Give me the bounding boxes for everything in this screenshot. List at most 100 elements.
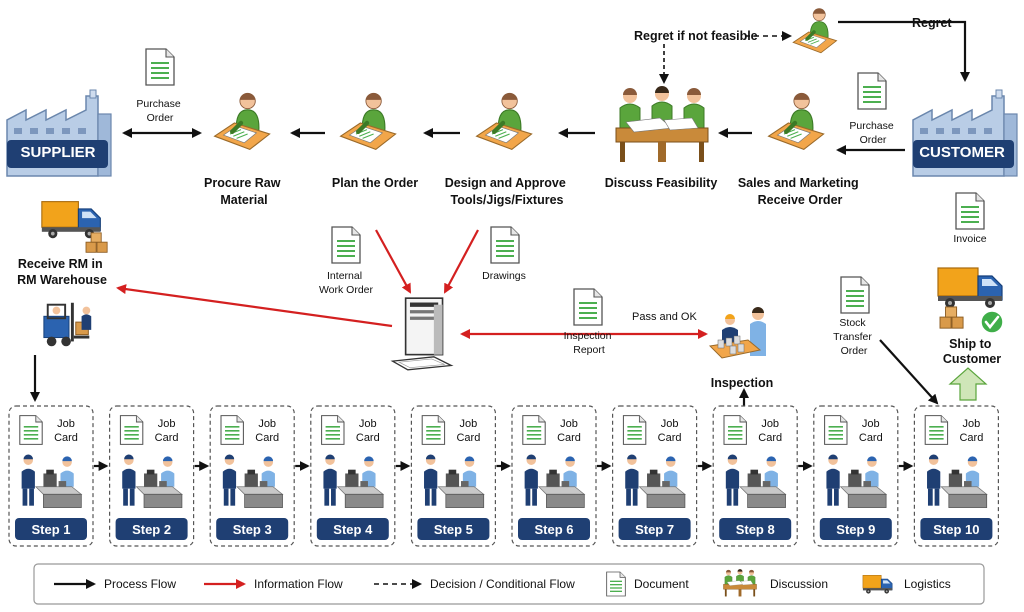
ship-truck-icon	[937, 267, 1003, 309]
inspection-report-doc-icon	[573, 288, 603, 326]
flow-stock-transfer	[879, 339, 939, 405]
procure-person-icon	[215, 93, 270, 149]
step-badge	[15, 518, 87, 540]
step-label: Step 6	[534, 522, 573, 537]
legend-document: Document	[634, 577, 689, 591]
step-badge	[216, 518, 289, 540]
plan-person-icon	[341, 93, 396, 149]
legend: Process Flow Information Flow Decision /…	[33, 563, 985, 605]
receive-rm-label: Receive RM in RM Warehouse	[17, 257, 107, 287]
invoice-doc-icon	[955, 192, 985, 230]
sales-person-icon	[769, 93, 824, 149]
sales-label: Sales and Marketing Receive Order	[738, 176, 862, 207]
job-card-doc-icon	[320, 414, 345, 446]
legend-process-flow: Process Flow	[104, 577, 176, 591]
po-supplier-doc-icon	[145, 48, 175, 86]
step-badge	[115, 518, 188, 540]
step-label: Step 10	[933, 522, 979, 537]
step-badge	[819, 518, 892, 540]
info-computer-to-rm	[116, 284, 393, 328]
job-card-doc-icon	[723, 414, 748, 446]
po-customer-doc-icon	[857, 72, 887, 110]
customer-building: CUSTOMER	[912, 89, 1018, 177]
ship-label: Ship to Customer	[943, 337, 1001, 366]
step-badge	[518, 518, 590, 540]
computer-icon	[391, 297, 453, 371]
pass-ok-label: Pass and OK	[632, 311, 697, 323]
supplier-label: SUPPLIER	[20, 144, 95, 161]
regret-not-feasible-label: Regret if not feasible	[634, 29, 758, 43]
stock-transfer-doc-icon	[840, 276, 870, 314]
check-icon	[980, 310, 1004, 334]
step-label: Step 2	[132, 522, 171, 537]
invoice-label: Invoice	[953, 233, 986, 245]
internal-wo-label: Internal Work Order	[319, 270, 374, 296]
step-label: Step 5	[434, 522, 473, 537]
step-label: Step 1	[31, 522, 70, 537]
step-badge	[618, 518, 691, 540]
discuss-label: Discuss Feasibility	[605, 176, 718, 190]
customer-label: CUSTOMER	[919, 144, 1005, 161]
green-up-arrow	[948, 367, 988, 401]
step-label: Step 9	[836, 522, 875, 537]
step-label: Step 4	[333, 522, 373, 537]
forklift-icon	[42, 301, 93, 348]
job-card-doc-icon	[220, 414, 245, 446]
info-design-to-computer	[444, 229, 479, 294]
job-card-doc-icon	[421, 414, 446, 446]
job-card-doc-icon	[119, 414, 144, 446]
job-card-doc-icon	[19, 414, 43, 446]
job-card-doc-icon	[823, 414, 848, 446]
step-badge	[719, 518, 792, 540]
supplier-building: SUPPLIER	[6, 89, 112, 177]
job-card-doc-icon	[924, 414, 949, 446]
info-plan-to-computer	[375, 229, 411, 294]
inspection-scene-icon	[709, 306, 767, 359]
legend-decision-flow: Decision / Conditional Flow	[430, 577, 575, 591]
legend-discussion: Discussion	[770, 577, 828, 591]
legend-logistics: Logistics	[904, 577, 951, 591]
legend-information-flow: Information Flow	[254, 577, 343, 591]
step-label: Step 7	[635, 522, 674, 537]
plan-label: Plan the Order	[332, 176, 418, 190]
step-label: Step 8	[736, 522, 775, 537]
flow-regret	[838, 20, 970, 82]
design-label: Design and Approve Tools/Jigs/Fixtures	[445, 176, 570, 207]
job-card-doc-icon	[522, 414, 546, 446]
drawings-doc-icon	[490, 226, 520, 264]
step-badge	[417, 518, 490, 540]
inspection-label: Inspection	[711, 376, 774, 390]
ship-boxes-icon	[939, 306, 964, 329]
po-supplier-label: Purchase Order	[136, 98, 183, 124]
regret-person-icon	[791, 6, 839, 55]
internal-wo-doc-icon	[331, 226, 361, 264]
stock-transfer-label: Stock Transfer Order	[833, 317, 875, 357]
step-badge	[920, 518, 993, 540]
procure-label: Procure Raw Material	[204, 176, 284, 207]
step-badge	[316, 518, 389, 540]
step-label: Step 3	[233, 522, 272, 537]
regret-label: Regret	[912, 16, 952, 30]
drawings-label: Drawings	[482, 270, 526, 282]
design-person-icon	[477, 93, 532, 149]
po-customer-label: Purchase Order	[849, 120, 896, 146]
